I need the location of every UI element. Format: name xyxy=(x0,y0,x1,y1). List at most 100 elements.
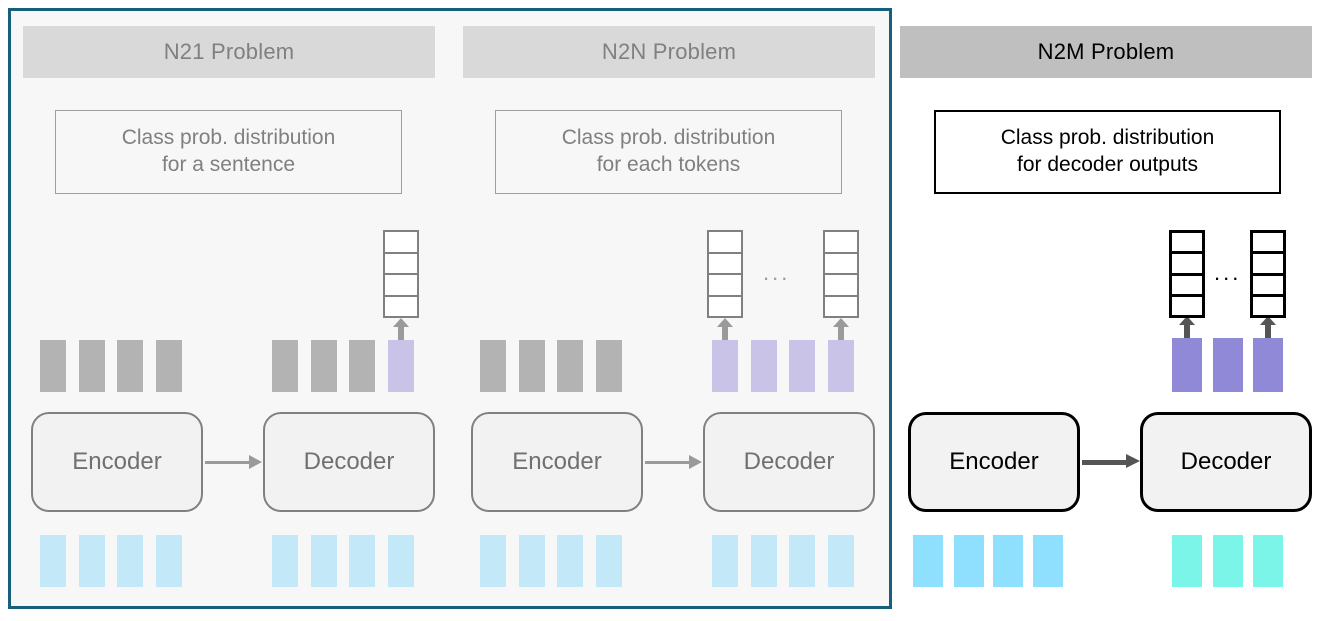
prob-stack-ellipsis: ... xyxy=(763,260,791,285)
class-prob-cell xyxy=(1253,272,1283,294)
encoder-label: Encoder xyxy=(512,448,602,475)
encoder-hidden-state-bar xyxy=(519,340,545,392)
panel-header-n21: N21 Problem xyxy=(23,26,435,78)
class-prob-cell xyxy=(1172,233,1202,251)
output-up-arrow-icon xyxy=(833,318,849,340)
encoder-input-token-bar xyxy=(480,535,506,587)
decoder-label: Decoder xyxy=(1180,448,1272,475)
output-up-arrow-icon xyxy=(1260,316,1276,338)
class-prob-cell xyxy=(1172,293,1202,315)
decoder-hidden-state-bar xyxy=(349,340,375,392)
decoder-input-token-bar xyxy=(712,535,738,587)
class-prob-cell xyxy=(1172,272,1202,294)
class-prob-cell xyxy=(825,273,857,295)
class-prob-stack xyxy=(1250,230,1286,318)
encoder-hidden-state-bar xyxy=(79,340,105,392)
encoder-label: Encoder xyxy=(949,448,1039,475)
caption-line-2: for a sentence xyxy=(161,153,296,176)
panel-header-n2m: N2M Problem xyxy=(900,26,1312,78)
encoder-block: Encoder xyxy=(908,412,1080,512)
output-up-arrow-icon xyxy=(1179,316,1195,338)
encoder-input-token-bar xyxy=(156,535,182,587)
decoder-hidden-state-bar xyxy=(272,340,298,392)
decoder-input-token-bar xyxy=(1253,535,1283,587)
decoder-hidden-state-bar xyxy=(311,340,337,392)
class-prob-cell xyxy=(1172,251,1202,272)
encoder-to-decoder-arrow-icon xyxy=(205,455,263,469)
decoder-output-state-bar xyxy=(1253,338,1283,392)
decoder-output-state-bar xyxy=(1172,338,1202,392)
class-prob-stack xyxy=(1169,230,1205,318)
decoder-input-token-bar xyxy=(789,535,815,587)
panel-n2n: N2N Problem Class prob. distribution for… xyxy=(463,0,875,621)
encoder-input-token-bar xyxy=(557,535,583,587)
encoder-block: Encoder xyxy=(31,412,203,512)
encoder-input-token-bar xyxy=(40,535,66,587)
prob-stack-ellipsis: ... xyxy=(1214,260,1242,285)
encoder-hidden-state-bar xyxy=(40,340,66,392)
encoder-input-token-bar xyxy=(993,535,1023,587)
class-prob-cell xyxy=(385,273,417,295)
encoder-to-decoder-arrow-icon xyxy=(645,455,703,469)
decoder-input-token-bar xyxy=(349,535,375,587)
decoder-input-token-bar xyxy=(272,535,298,587)
caption-box-n21: Class prob. distribution for a sentence xyxy=(55,110,402,194)
class-prob-cell xyxy=(825,251,857,274)
output-up-arrow-icon xyxy=(393,318,409,340)
decoder-input-token-bar xyxy=(751,535,777,587)
class-prob-cell xyxy=(825,232,857,252)
class-prob-cell xyxy=(1253,251,1283,272)
encoder-input-token-bar xyxy=(954,535,984,587)
encoder-input-token-bar xyxy=(519,535,545,587)
class-prob-cell xyxy=(1253,233,1283,251)
caption-line-2: for decoder outputs xyxy=(1017,153,1198,176)
class-prob-cell xyxy=(385,294,417,317)
class-prob-cell xyxy=(385,232,417,252)
class-prob-cell xyxy=(1253,293,1283,315)
encoder-hidden-state-bar xyxy=(156,340,182,392)
decoder-input-token-bar xyxy=(388,535,414,587)
class-prob-stack xyxy=(383,230,419,318)
encoder-label: Encoder xyxy=(72,448,162,475)
decoder-output-state-bar xyxy=(789,340,815,392)
decoder-input-token-bar xyxy=(828,535,854,587)
encoder-input-token-bar xyxy=(913,535,943,587)
decoder-input-token-bar xyxy=(311,535,337,587)
caption-line-1: Class prob. distribution xyxy=(561,126,776,150)
decoder-input-token-bar xyxy=(1213,535,1243,587)
decoder-input-token-bar xyxy=(1172,535,1202,587)
decoder-block: Decoder xyxy=(263,412,435,512)
caption-line-1: Class prob. distribution xyxy=(121,126,336,150)
decoder-output-state-bar xyxy=(828,340,854,392)
encoder-input-token-bar xyxy=(1033,535,1063,587)
decoder-output-state-bar xyxy=(1213,338,1243,392)
decoder-label: Decoder xyxy=(303,448,395,475)
class-prob-cell xyxy=(825,294,857,317)
caption-box-n2m: Class prob. distribution for decoder out… xyxy=(934,110,1281,194)
encoder-to-decoder-arrow-icon xyxy=(1082,454,1140,468)
decoder-output-state-bar xyxy=(388,340,414,392)
class-prob-stack xyxy=(823,230,859,318)
output-up-arrow-icon xyxy=(717,318,733,340)
decoder-block: Decoder xyxy=(1140,412,1312,512)
encoder-hidden-state-bar xyxy=(596,340,622,392)
encoder-hidden-state-bar xyxy=(117,340,143,392)
decoder-output-state-bar xyxy=(712,340,738,392)
encoder-hidden-state-bar xyxy=(557,340,583,392)
class-prob-cell xyxy=(709,232,741,252)
encoder-hidden-state-bar xyxy=(480,340,506,392)
encoder-input-token-bar xyxy=(117,535,143,587)
class-prob-cell xyxy=(385,251,417,274)
class-prob-cell xyxy=(709,294,741,317)
panel-n2m: N2M Problem Class prob. distribution for… xyxy=(900,0,1312,621)
class-prob-cell xyxy=(709,251,741,274)
caption-line-1: Class prob. distribution xyxy=(1000,126,1215,150)
encoder-input-token-bar xyxy=(79,535,105,587)
decoder-label: Decoder xyxy=(743,448,835,475)
decoder-block: Decoder xyxy=(703,412,875,512)
panel-header-n2n: N2N Problem xyxy=(463,26,875,78)
class-prob-stack xyxy=(707,230,743,318)
caption-box-n2n: Class prob. distribution for each tokens xyxy=(495,110,842,194)
decoder-output-state-bar xyxy=(751,340,777,392)
encoder-block: Encoder xyxy=(471,412,643,512)
